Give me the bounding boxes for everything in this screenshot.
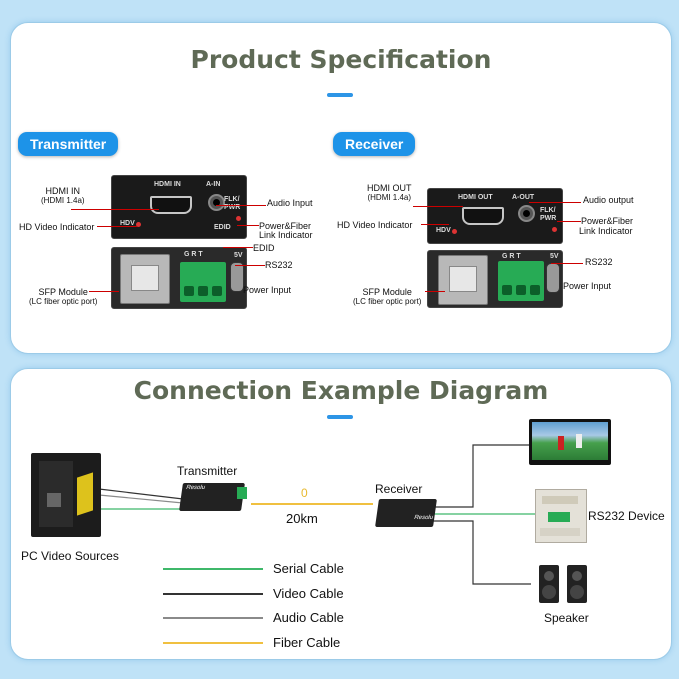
transmitter-brand: Resolu <box>185 485 206 491</box>
receiver-brand: Resolu <box>413 515 434 521</box>
receiver-pill: Receiver <box>333 132 416 156</box>
rx-silk-hdmi: HDMI OUT <box>458 194 493 201</box>
rx-hdmi-port <box>462 207 504 225</box>
tx-front-panel: HDMI IN A-IN FLK/ PWR HDV EDID <box>111 175 247 239</box>
transmitter-pill: Transmitter <box>18 132 119 156</box>
legend-serial-label: Serial Cable <box>273 561 344 576</box>
tv-display <box>529 419 611 465</box>
tx-edid-label: EDID <box>253 243 275 253</box>
rs232-device <box>535 489 587 543</box>
rx-rs232-terminal <box>498 261 544 301</box>
pc-video-sources-label: PC Video Sources <box>21 549 119 563</box>
legend-video-line <box>163 593 263 595</box>
tx-flk-led <box>236 216 241 221</box>
distance-marker: 0 <box>301 486 308 500</box>
receiver-device: Resolu <box>375 499 437 527</box>
rx-hdmi-out-label: HDMI OUT (HDMI 1.4a) <box>367 183 412 202</box>
transmitter-label: Transmitter <box>177 464 238 478</box>
connection-title: Connection Example Diagram <box>133 376 549 405</box>
rs232-device-label: RS232 Device <box>588 509 665 523</box>
legend-audio-line <box>163 617 263 619</box>
rx-power-port <box>546 263 560 293</box>
tx-silk-pwr: PWR <box>224 204 241 211</box>
rx-rs232-label: RS232 <box>585 257 613 267</box>
tx-power-fiber-label: Power&Fiber <box>259 221 312 231</box>
tx-hdmi-port <box>150 196 192 214</box>
tx-silk-edid: EDID <box>214 224 231 231</box>
pc-tower <box>31 453 101 537</box>
rx-rear-panel: G R T 5V <box>427 250 563 308</box>
rx-silk-5v: 5V <box>550 253 559 260</box>
tx-power-input-label: Power Input <box>243 285 292 295</box>
tx-power-port <box>230 262 244 292</box>
rx-hd-video-indicator-label: HD Video Indicator <box>337 220 413 230</box>
rx-silk-hdv: HDV <box>436 227 451 234</box>
rx-sfp-module-label: SFP Module (LC fiber optic port) <box>353 287 422 306</box>
tx-sfp-module-label: SFP Module (LC fiber optic port) <box>29 287 98 306</box>
speaker-right <box>567 565 587 603</box>
tx-hdmi-in-label: HDMI IN (HDMI 1.4a) <box>41 186 85 205</box>
tx-hdv-led <box>136 222 141 227</box>
rx-power-fiber-label: Power&Fiber <box>581 216 634 226</box>
tx-hd-video-indicator-label: HD Video Indicator <box>19 222 95 232</box>
tx-link-indicator-label: Link Indicator <box>259 230 313 240</box>
rx-flk-led <box>552 227 557 232</box>
speaker-left <box>539 565 559 603</box>
legend-audio-label: Audio Cable <box>273 610 344 625</box>
tx-rs232-label: RS232 <box>265 260 293 270</box>
tx-silk-audio: A-IN <box>206 181 221 188</box>
tx-audio-input-label: Audio Input <box>267 198 313 208</box>
rx-hdv-led <box>452 229 457 234</box>
cable-lines <box>98 444 536 585</box>
tx-terminal-block <box>237 487 247 499</box>
rx-power-input-label: Power Input <box>563 281 612 291</box>
tx-silk-grt: G R T <box>184 251 203 258</box>
transmitter-device: Resolu <box>179 483 245 511</box>
rx-link-indicator-label: Link Indicator <box>579 226 633 236</box>
receiver-label: Receiver <box>375 482 423 496</box>
distance-label: 20km <box>286 511 318 526</box>
tx-rs232-terminal <box>180 262 226 302</box>
rx-audio-jack <box>518 205 535 222</box>
spec-title: Product Specification <box>190 45 492 74</box>
rx-front-panel: HDMI OUT A-OUT FLK/ PWR HDV <box>427 188 563 244</box>
rx-silk-grt: G R T <box>502 253 521 260</box>
tx-silk-flk: FLK/ <box>224 196 240 203</box>
tx-silk-hdmi: HDMI IN <box>154 181 181 188</box>
rx-silk-audio: A-OUT <box>512 194 535 201</box>
rx-silk-pwr: PWR <box>540 215 557 222</box>
tx-silk-5v: 5V <box>234 252 243 259</box>
tx-rear-panel: G R T 5V <box>111 247 247 309</box>
connection-diagram-panel: Connection Example Diagram PC Video Sour… <box>10 368 672 660</box>
connection-title-underline <box>327 415 353 419</box>
product-spec-panel: Product Specification Transmitter HDMI I… <box>10 22 672 354</box>
speaker-label: Speaker <box>544 611 589 625</box>
rx-silk-flk: FLK/ <box>540 207 556 214</box>
tx-audio-jack <box>208 194 225 211</box>
legend-fiber-label: Fiber Cable <box>273 635 341 650</box>
rx-audio-output-label: Audio output <box>583 195 634 205</box>
legend-fiber-line <box>163 642 263 644</box>
legend-video-label: Video Cable <box>273 586 344 601</box>
tx-silk-hdv: HDV <box>120 220 135 227</box>
spec-title-underline <box>327 93 353 97</box>
rx-sfp-port <box>438 255 488 305</box>
tx-sfp-port <box>120 254 170 304</box>
legend-serial-line <box>163 568 263 570</box>
